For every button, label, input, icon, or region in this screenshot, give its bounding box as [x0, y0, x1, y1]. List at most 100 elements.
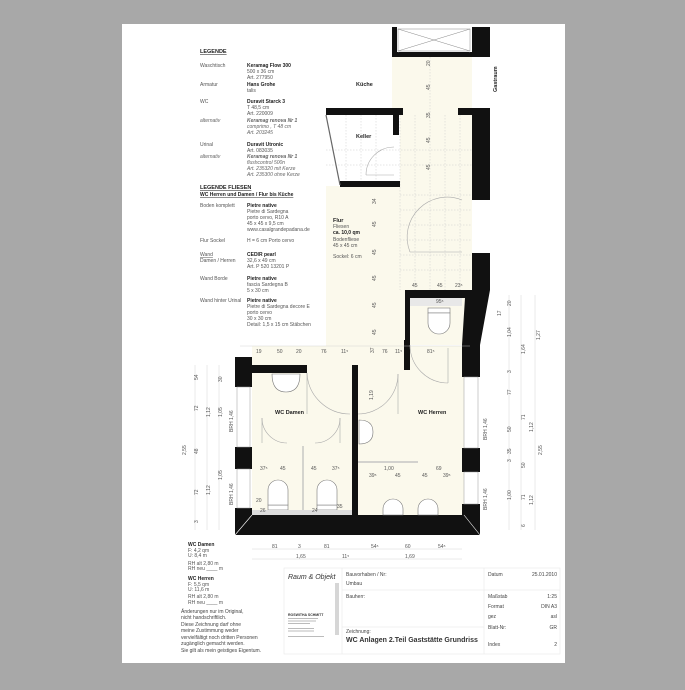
field-value: 1:25: [547, 594, 557, 600]
dim-label: 45: [372, 329, 378, 335]
tile-legend-title: LEGENDE FLIESEN: [200, 185, 251, 191]
area-value: RH alt 2,80 m: [188, 561, 219, 567]
tile-value: Pietre di Sardegna: [247, 209, 289, 215]
dim-label: 1,12: [529, 422, 535, 432]
field-label: Datum: [488, 572, 503, 578]
dim-label: 37⁵: [260, 466, 268, 472]
legend-value: talis: [247, 88, 256, 94]
legend-value: comprimo , T 48 cm: [247, 124, 291, 130]
tile-value: 30 x 30 cm: [247, 316, 271, 322]
note-line: Diese Zeichnung darf ohne: [181, 622, 241, 628]
area-info: WC Damen F: 4,2 qm U: 8,4 m RH alt 2,80 …: [181, 542, 261, 654]
urinal-sink-icon: [358, 419, 374, 445]
dim-label: 35: [426, 112, 432, 118]
dim-label: 77: [507, 389, 513, 395]
brand-bar: [335, 583, 339, 635]
field-value: 25.01.2010: [532, 572, 557, 578]
area-value: U: 8,4 m: [188, 553, 207, 559]
dim-label: 39⁵: [369, 473, 377, 479]
tile-value: 45 x 45 x 9,5 cm: [247, 221, 284, 227]
flur-info: Bodenfliese: [333, 237, 359, 243]
dim-label: 1,05: [218, 470, 224, 480]
field-label: Maßstab: [488, 594, 508, 600]
tile-label: Wand: [200, 252, 213, 258]
dim-label: 76: [382, 349, 388, 355]
area-title: WC Damen: [188, 542, 214, 548]
dim-label: 45: [426, 84, 432, 90]
dim-label: 34: [372, 198, 378, 204]
dim-label: 1,00: [384, 466, 394, 472]
dim-label: 45: [426, 164, 432, 170]
field-label: Index: [488, 642, 501, 648]
dim-label: BRH 1,46: [229, 483, 235, 505]
urinal-icon: [417, 498, 439, 516]
dim-label: 1,04: [507, 327, 513, 337]
dim-label: 20: [296, 349, 302, 355]
area-value: RH neu ____ m: [188, 566, 223, 572]
dim-label: 1,12: [529, 495, 535, 505]
tile-value: Art. P 520 13201 P: [247, 264, 290, 270]
legend-value: Keramag Flow 300: [247, 63, 291, 69]
dim-label: 60: [405, 544, 411, 550]
title-block: Raum & Objekt ROSWITHA SCHMITT Bauvorhab…: [283, 567, 561, 655]
legend-value: Duravit Utronic: [247, 142, 283, 148]
dim-label: 69: [436, 466, 442, 472]
note-line: Änderungen nur im Original,: [181, 608, 244, 615]
dim-label: 45: [437, 283, 443, 289]
dim-label: 1,00: [507, 490, 513, 500]
dim-label: 1,65: [296, 554, 306, 560]
shaft-cross: [397, 28, 471, 52]
area-value: RH alt 2,80 m: [188, 594, 219, 600]
dim-label: 54: [194, 374, 200, 380]
dim-label: 19: [256, 349, 262, 355]
room-label-gastraum: Gastraum: [493, 66, 499, 92]
dim-label: 1,64: [521, 344, 527, 354]
dimensions: 19 50 20 76 11⁵ 37 76 11⁵ 81⁵ 45 45 23⁵ …: [182, 60, 544, 560]
dim-label: 50: [277, 349, 283, 355]
tile-legend-subtitle: WC Herren und Damen / Flur bis Küche: [200, 192, 294, 198]
flur-info: ca. 10,0 qm: [333, 230, 361, 236]
room-label-wc-herren: WC Herren: [418, 410, 447, 416]
note-line: Sie gilt als mein geistiges Eigentum.: [181, 648, 261, 654]
area-value: RH neu ____ m: [188, 600, 223, 606]
client-label: Bauherr:: [346, 594, 365, 600]
note-line: meine Zustimmung weder: [181, 628, 239, 634]
wc-shelf: [252, 510, 352, 515]
dim-label: 45: [372, 221, 378, 227]
field-label: Blatt-Nr:: [488, 625, 506, 631]
legend-value: flushcontrol 500n: [247, 160, 285, 166]
room-label-keller: Keller: [356, 134, 372, 140]
tile-value: H = 6 cm Porto cervo: [247, 238, 294, 244]
dim-label: BRH 1,46: [483, 488, 489, 510]
legend-label: Armatur: [200, 82, 218, 88]
flur-info: Fliesen: [333, 224, 349, 230]
field-label: Format: [488, 604, 504, 610]
note-line: zugänglich gemacht werden.: [181, 641, 245, 647]
dim-label: 45: [422, 473, 428, 479]
tile-value: Pietre native: [247, 203, 277, 209]
tile-label: Damen / Herren: [200, 258, 236, 264]
project-label: Bauvorhaben / Nr:: [346, 572, 387, 578]
dim-label: 48: [194, 448, 200, 454]
designer-contact: [288, 618, 324, 637]
legend-title: LEGENDE: [200, 49, 227, 55]
area-value: F: 5,5 qm: [188, 582, 209, 588]
dim-label: 24: [312, 508, 318, 514]
legend-value: Art. 235320 mit Kerze: [246, 166, 296, 172]
dim-label: 72: [194, 405, 200, 411]
legend-value: Art. 235300 ohne Kerze: [246, 172, 300, 178]
legend-value: T 48,5 cm: [247, 105, 269, 111]
dim-label: 45: [412, 283, 418, 289]
fixtures: [267, 307, 451, 516]
dim-label: 45: [372, 302, 378, 308]
room-label-wc-damen: WC Damen: [275, 410, 305, 416]
dim-label: 50: [507, 426, 513, 432]
flur-info: Sockel: 6 cm: [333, 254, 362, 260]
tile-legend: LEGENDE FLIESEN WC Herren und Damen / Fl…: [200, 185, 311, 328]
dim-label: 30: [218, 376, 224, 382]
brand-logo: Raum & Objekt: [288, 574, 337, 581]
dim-label: 37⁵: [332, 466, 340, 472]
room-label-flur: Flur: [333, 218, 344, 224]
